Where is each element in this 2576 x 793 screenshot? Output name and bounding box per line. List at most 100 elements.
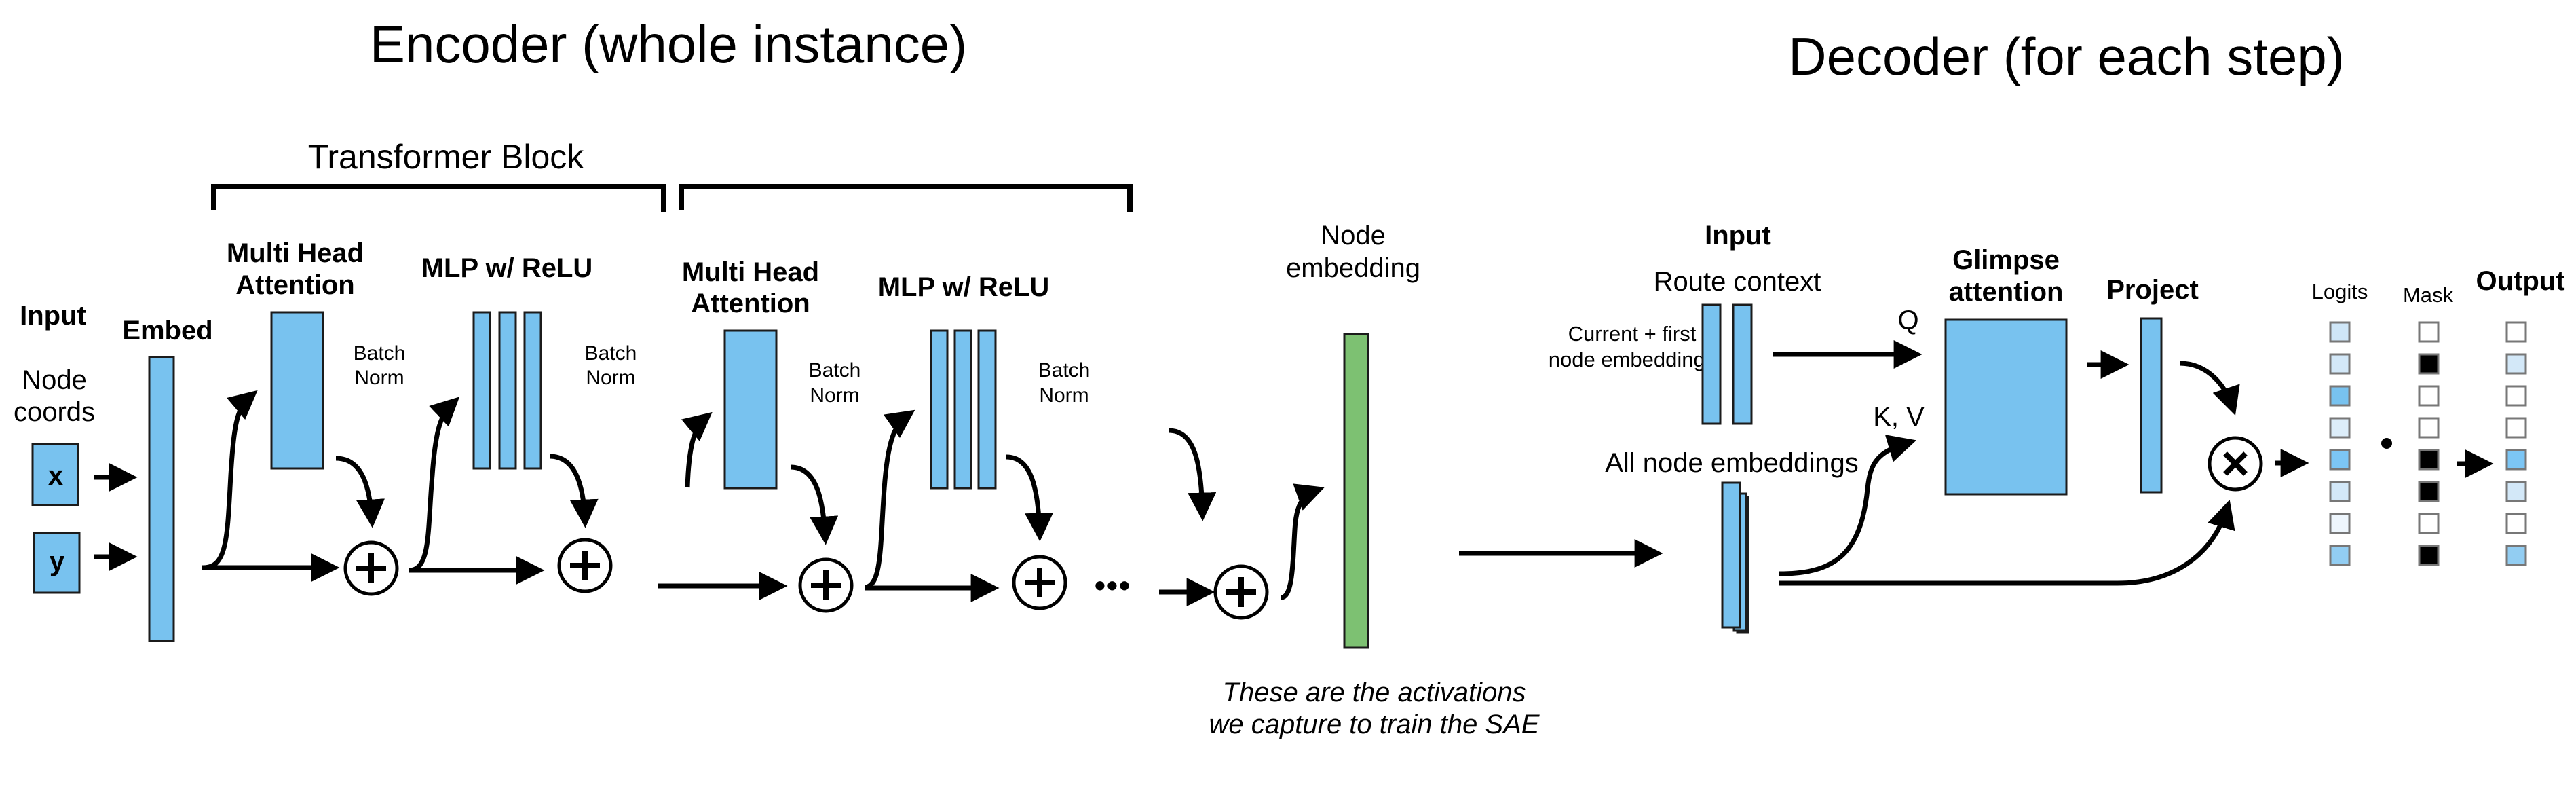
mask-cell <box>2418 417 2440 439</box>
transformer-block-label: Transformer Block <box>308 138 585 176</box>
mha1-label-line1: Multi Head <box>227 238 364 268</box>
kv-arrow <box>1779 435 1917 576</box>
transformer-block-bracket-2 <box>679 184 1133 212</box>
bn3-line2: Norm <box>810 384 859 407</box>
bn2-line1: Batch <box>585 342 637 365</box>
output-cell <box>2505 481 2527 502</box>
mha1-label-line2: Attention <box>235 270 355 300</box>
output-cell <box>2505 385 2527 407</box>
mlp2-output-arrow <box>1006 454 1054 542</box>
mask-cell <box>2418 513 2440 534</box>
node-embedding-line1: Node <box>1321 221 1386 251</box>
mask-cell <box>2418 321 2440 343</box>
mha1-block <box>270 311 324 470</box>
add-node-2 <box>557 538 613 593</box>
mha1-output-arrow <box>335 456 385 528</box>
skip-to-multiply-arrow <box>1779 499 2235 586</box>
y-coord-box: y <box>33 532 81 594</box>
output-cell <box>2505 545 2527 566</box>
logits-column <box>2329 321 2351 566</box>
x-coord-box: x <box>31 443 79 506</box>
bn1-line2: Norm <box>354 367 404 389</box>
logit-cell <box>2329 545 2351 566</box>
project-to-multiply-arrow <box>2179 361 2240 416</box>
logit-cell <box>2329 353 2351 375</box>
logits-label: Logits <box>2312 280 2368 303</box>
glimpse-attention-block <box>1944 318 2068 496</box>
caption-line2: we capture to train the SAE <box>1209 709 1540 739</box>
caption-line1: These are the activations <box>1223 678 1526 707</box>
current-first-line2: node embeddings <box>1549 348 1716 371</box>
embed-block <box>148 356 175 642</box>
final-block-output-arrow <box>1168 428 1217 521</box>
project-label: Project <box>2106 275 2199 305</box>
dot-product-icon <box>2381 438 2392 449</box>
bn4-line1: Batch <box>1038 359 1091 382</box>
mha2-label-line1: Multi Head <box>682 257 819 287</box>
mlp1-block <box>472 311 542 470</box>
output-column <box>2505 321 2527 566</box>
q-label: Q <box>1897 306 1918 335</box>
bn2-line2: Norm <box>586 367 635 389</box>
ellipsis: ••• <box>1095 568 1131 603</box>
route-context-blocks <box>1701 303 1753 425</box>
add-node-4 <box>1012 555 1067 610</box>
output-label: Output <box>2476 266 2564 296</box>
kv-label: K, V <box>1873 402 1925 432</box>
embed-label: Embed <box>122 316 212 346</box>
mask-column <box>2418 321 2440 566</box>
decoder-title: Decoder (for each step) <box>1788 26 2344 86</box>
mask-label: Mask <box>2403 283 2454 307</box>
x-label: x <box>48 461 63 491</box>
transformer-block-bracket-1 <box>211 184 666 212</box>
mha2-output-arrow <box>790 464 839 545</box>
logit-cell <box>2329 513 2351 534</box>
current-first-line1: Current + first <box>1568 322 1697 346</box>
output-cell <box>2505 321 2527 343</box>
mask-cell <box>2418 353 2440 375</box>
logit-cell <box>2329 417 2351 439</box>
to-node-embedding-arrow <box>1281 483 1325 600</box>
mask-cell <box>2418 481 2440 502</box>
multiply-node <box>2208 436 2263 492</box>
mask-cell <box>2418 449 2440 471</box>
output-cell <box>2505 449 2527 471</box>
node-coords-line2: coords <box>14 397 95 427</box>
mask-cell <box>2418 385 2440 407</box>
bn4-line2: Norm <box>1039 384 1088 407</box>
output-cell <box>2505 417 2527 439</box>
add-node-5 <box>1213 564 1269 620</box>
logit-cell <box>2329 385 2351 407</box>
y-label: y <box>50 547 65 576</box>
logit-cell <box>2329 321 2351 343</box>
bn1-line1: Batch <box>354 342 406 365</box>
node-embedding-line2: embedding <box>1286 253 1420 283</box>
glimpse-line1: Glimpse <box>1952 245 2060 275</box>
mlp1-output-arrow <box>549 454 599 528</box>
output-cell <box>2505 353 2527 375</box>
all-node-embeddings-stack <box>1721 481 1749 634</box>
all-node-embeddings-label: All node embeddings <box>1605 448 1859 478</box>
route-context-label: Route context <box>1654 267 1821 297</box>
mha2-label-line2: Attention <box>691 289 810 318</box>
add-node-3 <box>798 557 854 613</box>
skip-to-mlp2-arrow <box>864 409 915 590</box>
node-coords-line1: Node <box>22 365 87 395</box>
add-node-1 <box>343 540 399 596</box>
mha2-block <box>723 329 778 490</box>
glimpse-line2: attention <box>1949 277 2064 307</box>
encoder-title: Encoder (whole instance) <box>370 14 967 74</box>
mlp2-label: MLP w/ ReLU <box>878 272 1050 302</box>
mask-cell <box>2418 545 2440 566</box>
skip-to-mha2-arrow <box>681 411 713 488</box>
decoder-input-heading: Input <box>1705 221 1771 251</box>
output-cell <box>2505 513 2527 534</box>
encoder-input-heading: Input <box>20 301 86 331</box>
bn3-line1: Batch <box>809 359 861 382</box>
logit-cell <box>2329 449 2351 471</box>
logit-cell <box>2329 481 2351 502</box>
mlp2-block <box>930 329 997 490</box>
skip-to-mlp1-arrow <box>409 396 460 573</box>
node-embedding-block <box>1343 333 1369 649</box>
